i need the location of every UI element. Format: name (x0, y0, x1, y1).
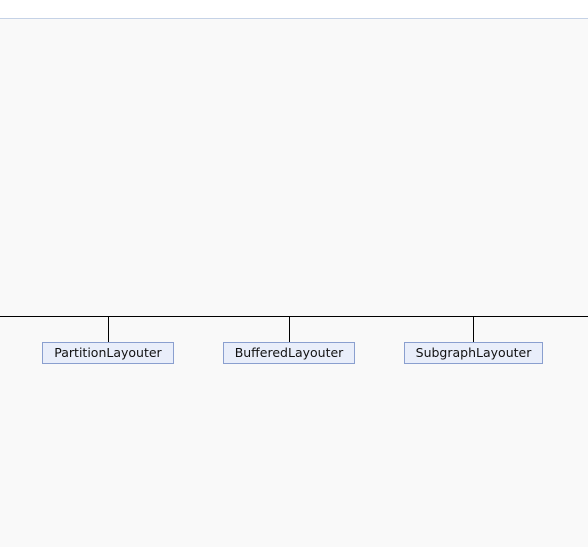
diagram-canvas (0, 19, 588, 547)
subgraph-layouter-node[interactable]: SubgraphLayouter (404, 342, 543, 364)
buffered-layouter-node[interactable]: BufferedLayouter (223, 342, 355, 364)
top-strip (0, 0, 588, 19)
partition-layouter-node[interactable]: PartitionLayouter (42, 342, 174, 364)
